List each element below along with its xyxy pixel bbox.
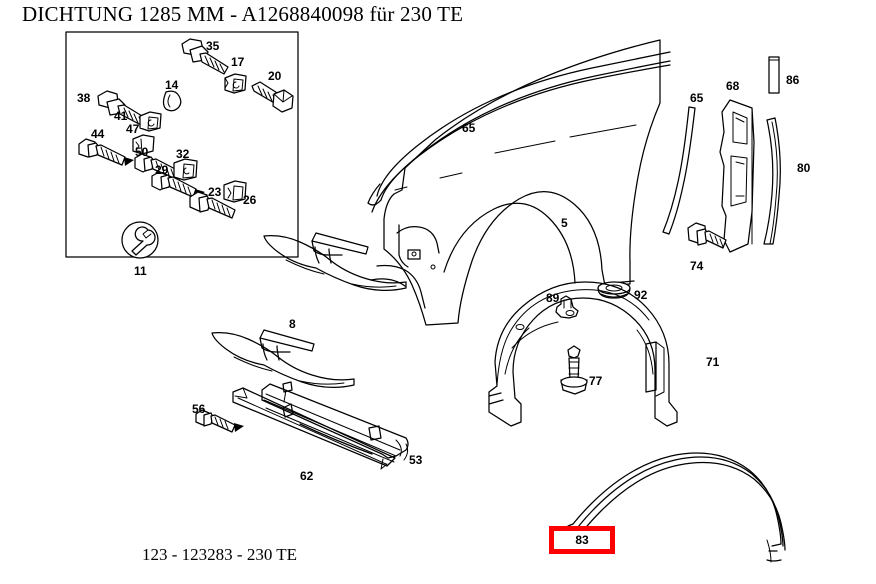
part-label-23: 23	[208, 185, 222, 199]
part-62-sill-moulding-lower	[233, 388, 395, 469]
part-44-screw	[79, 139, 134, 166]
part-label-86: 86	[786, 73, 800, 87]
part-86-sleeve	[769, 57, 779, 93]
part-label-83: 83	[575, 533, 589, 547]
part-56-screw	[196, 410, 244, 432]
part-41-clip-nut	[140, 112, 161, 131]
part-label-65-rear: 65	[690, 91, 704, 105]
part-label-38: 38	[77, 91, 91, 105]
part-35-bolt	[182, 39, 228, 74]
part-label-5: 5	[561, 216, 568, 230]
part-80-seal	[764, 118, 780, 244]
hardware-box-frame	[66, 32, 298, 257]
highlight-box-part-83: 83	[549, 526, 615, 554]
part-label-26: 26	[243, 193, 257, 207]
part-8-lower-trim	[212, 330, 354, 387]
part-label-71: 71	[706, 355, 720, 369]
part-label-32: 32	[176, 147, 190, 161]
part-label-68: 68	[726, 79, 740, 93]
part-label-50: 50	[135, 145, 149, 159]
part-label-29: 29	[155, 163, 169, 177]
part-label-17: 17	[231, 55, 245, 69]
part-label-65-upper: 65	[462, 121, 476, 135]
part-68-bracket	[720, 100, 754, 252]
part-53-sill-moulding-upper	[262, 382, 408, 462]
part-label-14: 14	[165, 78, 179, 92]
part-23-screw	[190, 192, 235, 218]
part-11-wrench-symbol	[122, 222, 158, 258]
part-17-clip-nut	[225, 74, 246, 93]
part-8-upper-trim	[264, 233, 406, 290]
part-label-53: 53	[409, 453, 423, 467]
part-5-front-fender	[371, 40, 660, 325]
part-label-44: 44	[91, 127, 105, 141]
part-29-screw	[152, 172, 205, 198]
part-14-plug	[164, 91, 181, 111]
page-caption: 123 - 123283 - 230 TE	[142, 545, 298, 564]
part-label-20: 20	[268, 69, 282, 83]
part-label-80: 80	[797, 161, 811, 175]
part-label-77: 77	[589, 374, 603, 388]
part-label-89: 89	[546, 291, 560, 305]
part-32-clip	[174, 159, 197, 180]
part-label-41: 41	[114, 109, 128, 123]
part-74-bolt	[688, 223, 726, 248]
page-title: DICHTUNG 1285 MM - A1268840098 für 230 T…	[22, 2, 464, 26]
part-label-92: 92	[634, 288, 648, 302]
part-71-wheel-arch-liner	[489, 282, 677, 426]
part-92-grommet	[598, 282, 630, 298]
part-20-bolt	[252, 82, 293, 112]
part-label-62: 62	[300, 469, 314, 483]
part-65-rear-strip	[663, 107, 695, 234]
part-label-56: 56	[192, 402, 206, 416]
part-26-clip	[224, 181, 246, 202]
part-label-74: 74	[690, 259, 704, 273]
part-label-8: 8	[289, 317, 296, 331]
part-label-11: 11	[134, 264, 147, 278]
part-47-clip	[133, 135, 154, 154]
part-83-wheel-arch-seal	[566, 453, 785, 562]
part-77-screw	[561, 346, 587, 394]
part-65-upper-moulding	[368, 52, 670, 212]
part-label-47: 47	[126, 122, 140, 136]
part-label-35: 35	[206, 39, 220, 53]
